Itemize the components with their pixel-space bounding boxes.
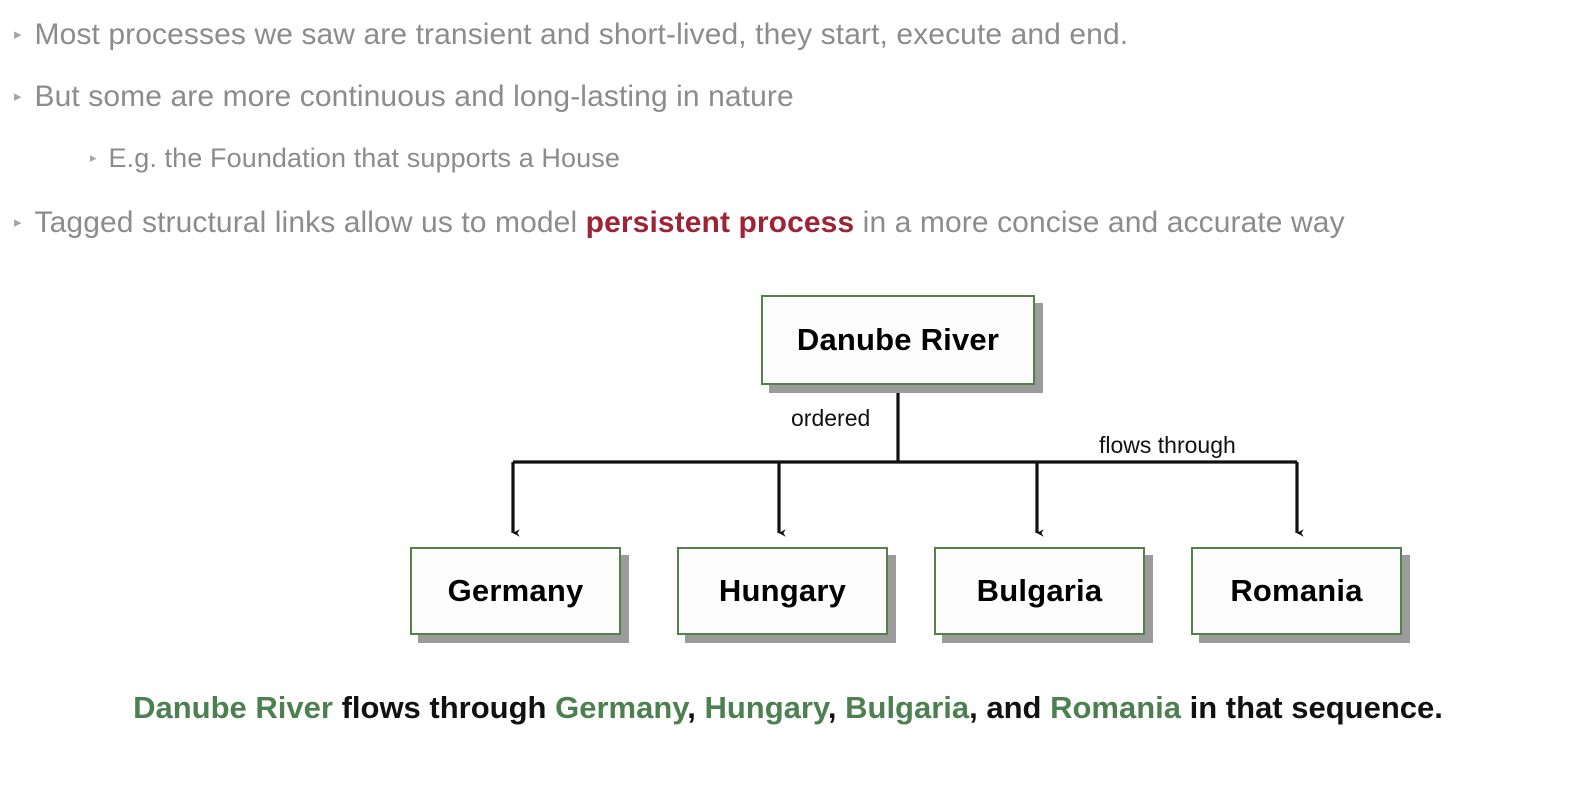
node-hungary[interactable]: Hungary — [677, 547, 888, 635]
node-label: Hungary — [718, 573, 847, 608]
bullet-segment: in a more concise and accurate way — [854, 206, 1345, 239]
bullet-item-3: ▸ Tagged structural links allow us to mo… — [0, 206, 1345, 240]
bullet-text-0: Most processes we saw are transient and … — [35, 18, 1129, 52]
bullet-segment: E.g. the Foundation that supports a Hous… — [108, 143, 620, 173]
caption-segment: flows through — [332, 690, 556, 725]
node-danube-river[interactable]: Danube River — [761, 295, 1035, 385]
caption-segment-germany: Germany — [555, 690, 688, 725]
bullet-segment: Most processes we saw are transient and … — [34, 18, 1129, 51]
caption-segment: , — [827, 690, 846, 725]
bullet-marker-icon: ▸ — [14, 88, 22, 105]
highlight-persistent-process: persistent process — [585, 206, 855, 239]
node-label: Danube River — [796, 322, 1000, 357]
bullet-item-0: ▸ Most processes we saw are transient an… — [0, 18, 1128, 52]
bullet-marker-icon: ▸ — [90, 150, 97, 165]
node-label: Romania — [1230, 573, 1363, 608]
bullet-segment: But some are more continuous and long-la… — [34, 80, 794, 113]
caption-segment-romania: Romania — [1050, 690, 1182, 725]
bullet-marker-icon: ▸ — [14, 26, 22, 43]
caption-segment-danube-river: Danube River — [133, 690, 333, 725]
edge-label-flows-through: flows through — [1099, 432, 1236, 458]
diagram-caption: Danube River flows through Germany, Hung… — [0, 690, 1576, 726]
bullet-item-2: ▸ E.g. the Foundation that supports a Ho… — [0, 143, 620, 174]
node-label: Bulgaria — [976, 573, 1103, 608]
caption-segment-hungary: Hungary — [704, 690, 828, 725]
bullet-marker-icon: ▸ — [14, 214, 22, 231]
caption-segment-bulgaria: Bulgaria — [845, 690, 970, 725]
node-bulgaria[interactable]: Bulgaria — [934, 547, 1145, 635]
bullet-item-1: ▸ But some are more continuous and long-… — [0, 80, 794, 114]
caption-segment: in that sequence. — [1181, 690, 1443, 725]
bullet-text-3: Tagged structural links allow us to mode… — [35, 206, 1345, 240]
caption-segment: , and — [969, 690, 1051, 725]
node-germany[interactable]: Germany — [410, 547, 621, 635]
node-romania[interactable]: Romania — [1191, 547, 1402, 635]
bullet-text-2: E.g. the Foundation that supports a Hous… — [109, 143, 620, 174]
bullet-text-1: But some are more continuous and long-la… — [35, 80, 794, 114]
bullet-segment: Tagged structural links allow us to mode… — [34, 206, 586, 239]
caption-segment: , — [687, 690, 705, 725]
node-label: Germany — [447, 573, 584, 608]
edge-label-ordered: ordered — [791, 405, 871, 431]
